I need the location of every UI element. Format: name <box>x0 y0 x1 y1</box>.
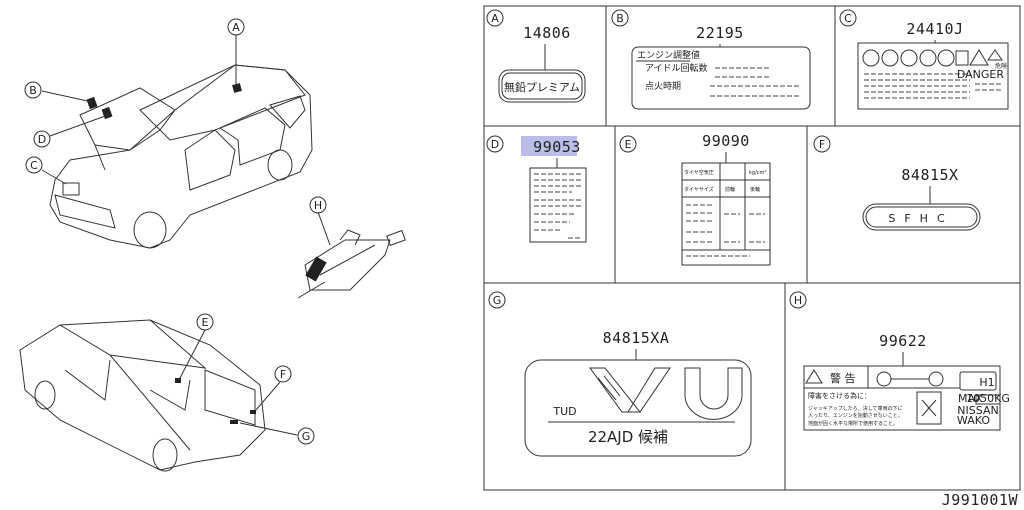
scene-callout-g-letter: G <box>302 430 311 443</box>
warning-triangle-icon <box>805 369 823 384</box>
scene-callout-e[interactable]: E <box>196 313 214 331</box>
panel-e-h2: kg/cm² <box>749 170 766 176</box>
panel-h-maker: WAKO <box>957 414 990 427</box>
panel-h-letter: H <box>794 294 802 307</box>
panel-b-part-number: 22195 <box>696 24 744 42</box>
panel-g-emblem-bottom: 22AJD 候補 <box>588 428 668 446</box>
panel-h-w3: 地面が固く水平な場所で使用すること。 <box>808 420 898 427</box>
panel-e-h3: タイヤサイズ <box>684 186 714 193</box>
panel-b[interactable]: B 22195 エンジン調整値 アイドル回転数 点火時期 <box>611 9 811 110</box>
panel-b-line2: 点火時期 <box>645 81 681 92</box>
panel-f[interactable]: F 84815X SFHC <box>813 135 981 231</box>
panel-e[interactable]: E 99090 タイヤ空気圧 kg/cm² タイヤサイズ 前輪 後輪 <box>619 132 771 266</box>
scene-callout-d[interactable]: D <box>33 130 51 148</box>
panel-f-part-number: 84815X <box>901 166 958 184</box>
panel-c-letter: C <box>844 12 852 25</box>
diagram-id: J991001W <box>942 491 1019 509</box>
panel-h-brand: NISSAN <box>957 404 998 417</box>
scene-callout-h-letter: H <box>314 199 322 212</box>
panel-b-title: エンジン調整値 <box>637 49 700 61</box>
panel-a[interactable]: A 14806 無鉛プレミアム <box>486 9 586 103</box>
panel-h-part-number: 99622 <box>879 332 927 350</box>
panel-g[interactable]: G 84815XA TUD 22AJD 候補 <box>488 291 752 457</box>
panel-e-letter: E <box>625 138 632 151</box>
panel-c-warn: 危険 <box>995 62 1007 70</box>
scene-callout-b-letter: B <box>29 84 37 97</box>
panel-e-h5: 後輪 <box>750 186 760 193</box>
panel-h[interactable]: H 99622 警 告 障害をさける為に： ジャッキアップしたら、決して車両の下… <box>789 291 1010 431</box>
scene-callout-h[interactable]: H <box>309 196 327 214</box>
scene-callout-f-letter: F <box>280 368 286 381</box>
scene-callout-d-letter: D <box>38 133 46 146</box>
scene-callout-b[interactable]: B <box>24 81 42 99</box>
panel-a-label-text: 無鉛プレミアム <box>504 80 580 94</box>
v-u-emblem <box>589 367 743 420</box>
scene-callout-g[interactable]: G <box>297 427 315 445</box>
scene-callout-c[interactable]: C <box>25 156 43 174</box>
panel-f-emblem: SFHC <box>888 212 953 225</box>
panel-g-letter: G <box>493 294 502 307</box>
panel-h-badge <box>959 371 997 391</box>
scene-callout-c-letter: C <box>30 159 38 172</box>
front-car-illustration <box>41 35 313 249</box>
panel-e-part-number: 99090 <box>702 132 750 150</box>
panel-h-model: H1 <box>979 376 994 389</box>
panel-f-letter: F <box>819 138 825 151</box>
jack-illustration <box>297 211 406 299</box>
panel-d-part-number: 99053 <box>533 138 581 156</box>
panel-g-emblem-top: TUD <box>552 405 576 418</box>
rear-car-illustration <box>19 319 298 472</box>
panel-c-danger: DANGER <box>957 68 1005 81</box>
panel-a-part-number: 14806 <box>523 24 571 42</box>
panel-e-h4: 前輪 <box>725 186 735 193</box>
panel-b-line1: アイドル回転数 <box>645 62 708 74</box>
panel-g-part-number: 84815XA <box>603 329 670 347</box>
scene-callout-f[interactable]: F <box>274 365 292 383</box>
scene-callout-e-letter: E <box>202 316 209 329</box>
panel-e-h1: タイヤ空気圧 <box>684 169 714 176</box>
panel-d-letter: D <box>491 138 499 151</box>
panel-d-highlight <box>521 136 577 156</box>
panel-h-max-value: 1050KG <box>966 392 1010 405</box>
panel-a-letter: A <box>491 12 499 25</box>
labels-grid <box>483 5 1021 491</box>
scene-callout-a-letter: A <box>232 21 240 34</box>
scene-callout-a[interactable]: A <box>227 18 245 36</box>
panel-d[interactable]: D 99053 <box>486 135 587 243</box>
panel-b-letter: B <box>616 12 624 25</box>
panel-h-warn-title: 警 告 <box>830 371 856 385</box>
panel-h-w2: 入ったり、エンジンを始動させないこと。 <box>808 412 903 419</box>
panel-c-part-number: 24410J <box>906 20 963 38</box>
warning-icons <box>862 49 1003 67</box>
panel-h-w1: ジャッキアップしたら、決して車両の下に <box>808 405 903 412</box>
panel-h-warn-sub: 障害をさける為に： <box>808 391 871 400</box>
panel-c[interactable]: C 24410J 危険 DANGER <box>839 9 1009 110</box>
jack-diagram-icon <box>916 391 942 425</box>
